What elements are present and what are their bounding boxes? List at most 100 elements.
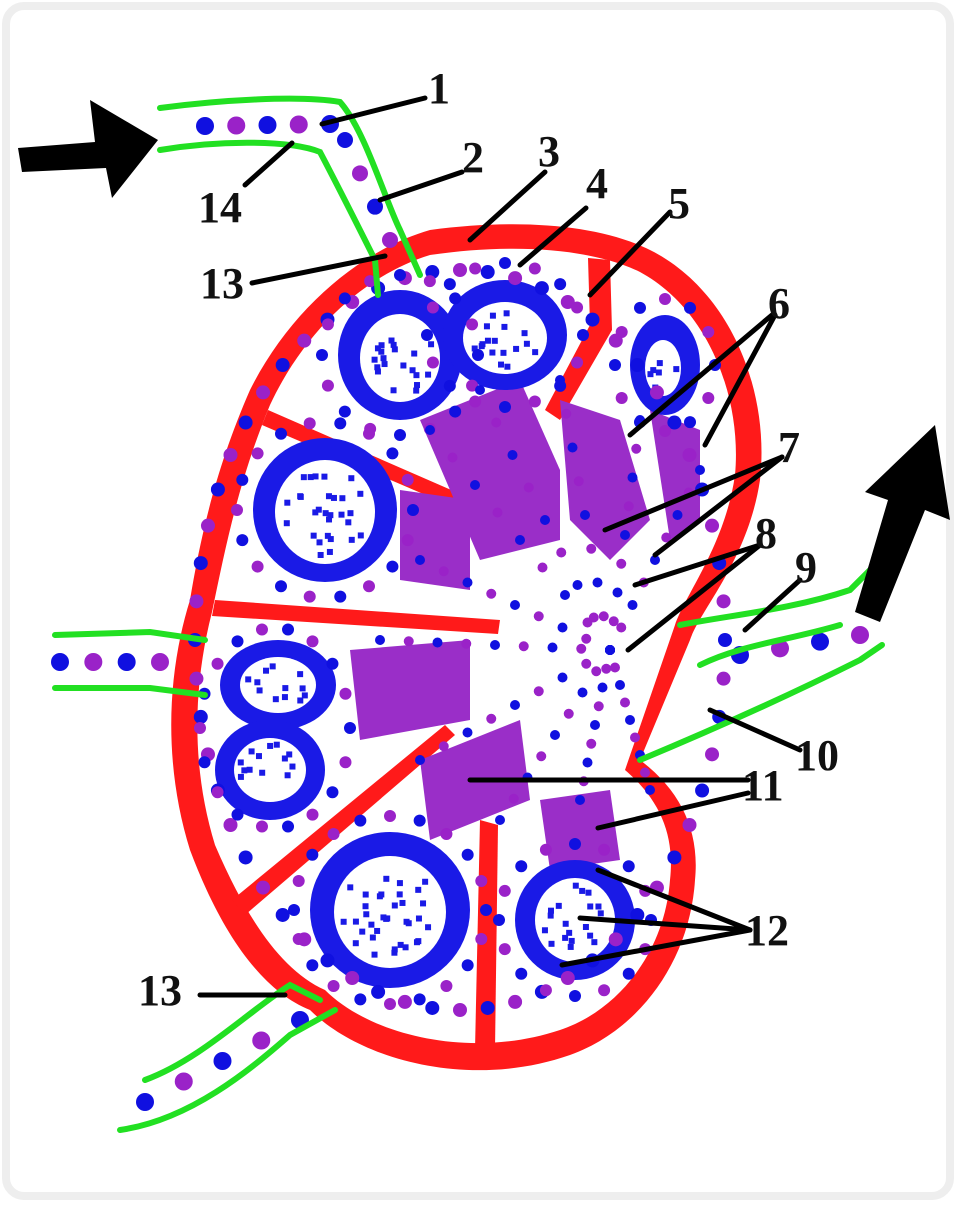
lymphocyte-dot bbox=[398, 995, 412, 1009]
lymphocyte-dot bbox=[293, 875, 305, 887]
germinal-speck bbox=[513, 346, 519, 352]
lymphocyte-dot bbox=[470, 480, 480, 490]
lymphocyte-dot bbox=[534, 686, 544, 696]
lymphocyte-dot bbox=[256, 624, 268, 636]
lymphocyte-dot bbox=[463, 728, 473, 738]
germinal-speck bbox=[585, 890, 591, 896]
germinal-speck bbox=[425, 372, 431, 378]
lymphocyte-dot bbox=[682, 448, 696, 462]
lymphocyte-dot bbox=[480, 904, 492, 916]
label-1: 1 bbox=[428, 64, 450, 113]
lymphocyte-dot bbox=[440, 828, 452, 840]
lymphocyte-dot bbox=[613, 588, 623, 598]
lymphocyte-dot bbox=[538, 563, 548, 573]
lymphocyte-dot bbox=[631, 444, 641, 454]
label-9: 9 bbox=[795, 543, 817, 592]
lymphocyte-dot bbox=[236, 474, 248, 486]
lymphocyte-dot bbox=[189, 594, 203, 608]
germinal-speck bbox=[392, 946, 398, 952]
lymphocyte-dot bbox=[555, 375, 565, 385]
lymphocyte-dot bbox=[650, 385, 664, 399]
lymphocyte-dot bbox=[316, 349, 328, 361]
germinal-speck bbox=[392, 902, 398, 908]
lymphocyte-dot bbox=[475, 933, 487, 945]
germinal-speck bbox=[416, 916, 422, 922]
lymphocyte-dot bbox=[384, 810, 396, 822]
lymphocyte-dot bbox=[337, 132, 353, 148]
lymphocyte-dot bbox=[276, 908, 290, 922]
lymphocyte-dot bbox=[515, 535, 525, 545]
germinal-speck bbox=[263, 668, 269, 674]
germinal-speck bbox=[414, 382, 420, 388]
lymphocyte-dot bbox=[328, 980, 340, 992]
lymphocyte-dot bbox=[427, 301, 439, 313]
germinal-speck bbox=[374, 928, 380, 934]
lymphocyte-dot bbox=[568, 443, 578, 453]
lymphocyte-dot bbox=[371, 985, 385, 999]
lymphocyte-dot bbox=[239, 850, 253, 864]
lymphocyte-dot bbox=[659, 425, 671, 437]
lymphocyte-dot bbox=[509, 794, 519, 804]
lymphocyte-dot bbox=[151, 653, 169, 671]
germinal-speck bbox=[403, 944, 409, 950]
lymphocyte-dot bbox=[616, 326, 628, 338]
lymphocyte-dot bbox=[558, 673, 568, 683]
lymphocyte-dot bbox=[524, 483, 534, 493]
lymphocyte-dot bbox=[469, 396, 481, 408]
germinal-speck bbox=[326, 493, 332, 499]
germinal-speck bbox=[556, 903, 562, 909]
lymphocyte-dot bbox=[620, 698, 630, 708]
lymphocyte-dot bbox=[493, 508, 503, 518]
germinal-speck bbox=[256, 753, 262, 759]
germinal-speck bbox=[492, 338, 498, 344]
lymphocyte-dot bbox=[282, 624, 294, 636]
germinal-speck bbox=[524, 341, 530, 347]
lymphocyte-dot bbox=[564, 709, 574, 719]
germinal-speck bbox=[245, 676, 251, 682]
lymphocyte-dot bbox=[224, 448, 238, 462]
lymphocyte-dot bbox=[352, 165, 368, 181]
lymphocyte-dot bbox=[175, 1073, 193, 1091]
follicle-2 bbox=[443, 280, 567, 390]
label-11: 11 bbox=[742, 761, 784, 810]
lymphocyte-dot bbox=[590, 720, 600, 730]
lymphocyte-dot bbox=[307, 635, 319, 647]
lymphocyte-dot bbox=[695, 465, 705, 475]
germinal-speck bbox=[397, 891, 403, 897]
lymphocyte-dot bbox=[628, 600, 638, 610]
lymphocyte-dot bbox=[571, 301, 583, 313]
lymphocyte-dot bbox=[290, 116, 308, 134]
lymphocyte-dot bbox=[481, 1001, 495, 1015]
label-7: 7 bbox=[778, 423, 800, 472]
lymphocyte-dot bbox=[252, 447, 264, 459]
germinal-speck bbox=[285, 772, 291, 778]
germinal-speck bbox=[313, 473, 319, 479]
lymphocyte-dot bbox=[673, 510, 683, 520]
lymphocyte-dot bbox=[199, 756, 211, 768]
lymphocyte-dot bbox=[508, 450, 518, 460]
lymphocyte-dot bbox=[236, 534, 248, 546]
lymphocyte-dot bbox=[529, 396, 541, 408]
lymphocyte-dot bbox=[529, 262, 541, 274]
lymphocyte-dot bbox=[702, 326, 714, 338]
germinal-speck bbox=[573, 883, 579, 889]
germinal-speck bbox=[327, 549, 333, 555]
germinal-speck bbox=[241, 767, 247, 773]
lymphocyte-dot bbox=[461, 639, 471, 649]
lymphocyte-dot bbox=[510, 600, 520, 610]
lymphocyte-dot bbox=[561, 971, 575, 985]
lymphocyte-dot bbox=[682, 818, 696, 832]
germinal-speck bbox=[428, 341, 434, 347]
germinal-speck bbox=[286, 751, 292, 757]
lymphocyte-dot bbox=[684, 416, 696, 428]
lymphocyte-dot bbox=[326, 658, 338, 670]
germinal-speck bbox=[400, 362, 406, 368]
lymphocyte-dot bbox=[615, 680, 625, 690]
germinal-speck bbox=[425, 924, 431, 930]
germinal-speck bbox=[583, 924, 589, 930]
lymphocyte-dot bbox=[623, 860, 635, 872]
lymphocyte-dot bbox=[354, 993, 366, 1005]
lymphocyte-dot bbox=[586, 544, 596, 554]
germinal-speck bbox=[257, 687, 263, 693]
lymphocyte-dot bbox=[586, 313, 600, 327]
